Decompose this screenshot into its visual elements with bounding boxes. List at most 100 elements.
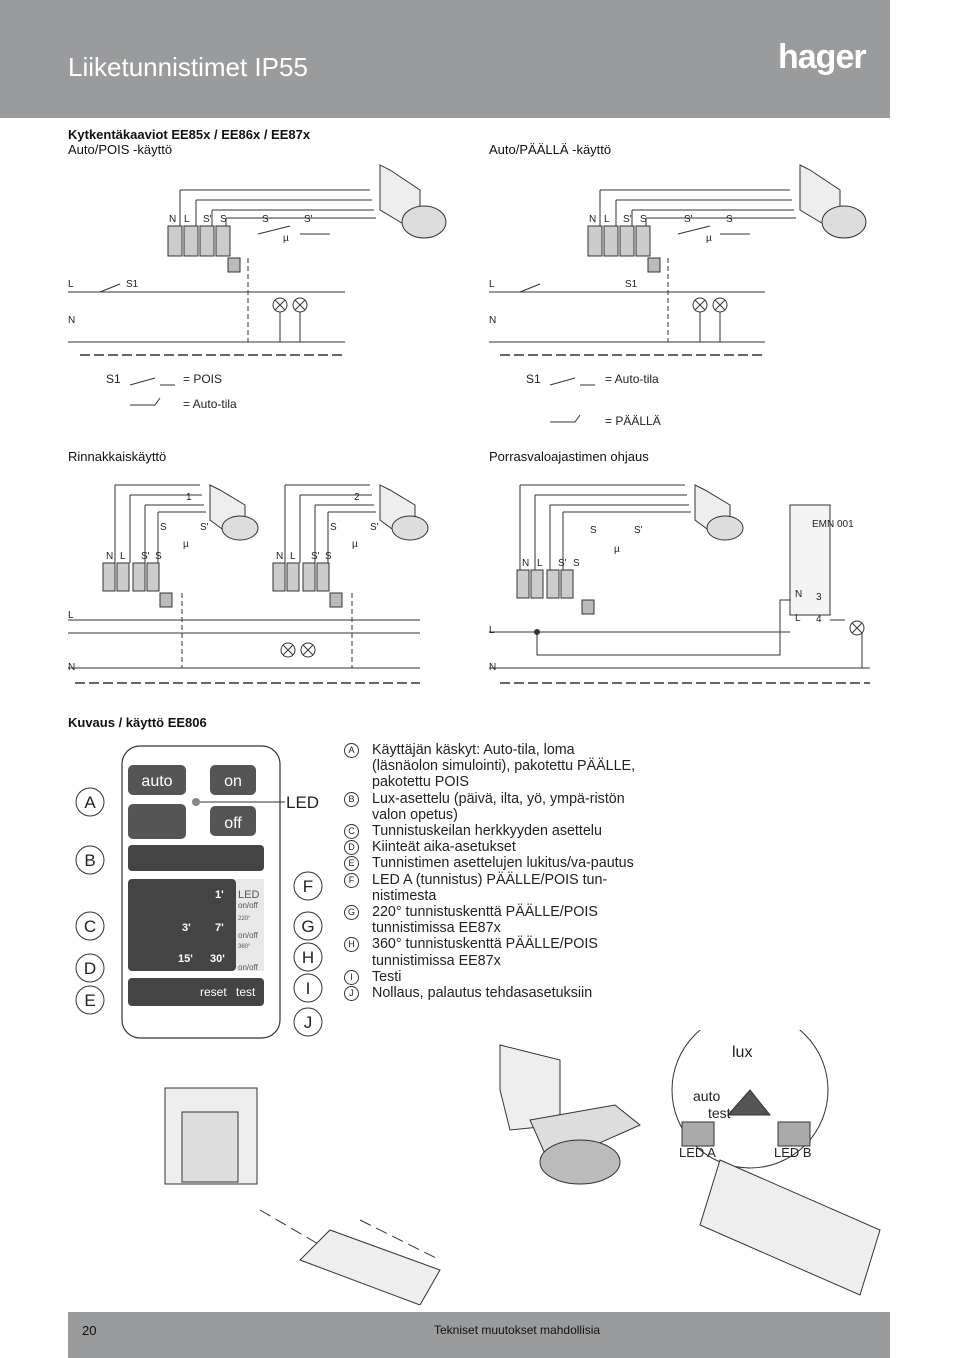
- letter-b: B: [84, 851, 95, 870]
- description-title: Kuvaus / käyttö EE806: [68, 715, 207, 730]
- sensor-2-label: 2: [354, 492, 360, 503]
- letter-g: G: [301, 917, 314, 936]
- term-n-1: N: [169, 214, 176, 225]
- term-l-5: L: [537, 558, 543, 569]
- page-number: 20: [82, 1323, 97, 1338]
- wiring-title: Kytkentäkaaviot EE85x / EE86x / EE87x: [68, 127, 311, 142]
- term-l-3: L: [120, 551, 126, 562]
- term-s2-4: S': [311, 551, 320, 562]
- parallel-title: Rinnakkaiskäyttö: [68, 449, 167, 464]
- term-s-5: S: [573, 558, 580, 569]
- legend-text: 360° tunnistuskenttä PÄÄLLE/POIS tunnist…: [372, 936, 598, 969]
- letter-f: F: [303, 877, 313, 896]
- holiday-button[interactable]: [128, 804, 186, 839]
- led-b-label: LED B: [774, 1145, 812, 1160]
- led-on-off: on/off: [238, 901, 259, 910]
- emn-3: 3: [816, 592, 822, 603]
- legend-text: Tunnistuskeilan herkkyyden asettelu: [372, 823, 602, 840]
- wiring-diagrams: N L S' S S S' µ L S1 N S1 = POIS = Auto-…: [68, 164, 870, 684]
- s1-2: S1: [625, 279, 638, 290]
- switch-s2-1: S': [304, 214, 313, 225]
- letter-i: I: [306, 979, 311, 998]
- switch-s2-2: S': [684, 214, 693, 225]
- legend-key: E: [344, 856, 359, 872]
- switch-s2-4: S': [370, 522, 379, 533]
- time-3: 3': [182, 922, 191, 934]
- emn-n: N: [795, 589, 802, 600]
- lux-label: lux: [732, 1044, 752, 1061]
- sensitivity-time-block[interactable]: [128, 879, 236, 971]
- on-button[interactable]: [210, 765, 256, 795]
- emn-l: L: [795, 613, 801, 624]
- auto-on-title: Auto/PÄÄLLÄ -käyttö: [489, 142, 612, 157]
- s1-legend-2: S1: [526, 372, 541, 386]
- page-title: Liiketunnistimet IP55: [68, 52, 308, 82]
- time-1: 1': [215, 889, 224, 901]
- legend-item: B Lux-asettelu (päivä, ilta, yö, ympä-ris…: [344, 791, 644, 823]
- legend-auto-1: = Auto-tila: [183, 397, 237, 411]
- legend-text: Testi: [372, 968, 402, 985]
- term-l-4: L: [290, 551, 296, 562]
- line-n-4: N: [489, 662, 496, 673]
- legend-pois: = POIS: [183, 372, 222, 386]
- hager-logo: hager: [778, 38, 867, 76]
- line-n-1: N: [68, 315, 75, 326]
- stair-title: Porrasvaloajastimen ohjaus: [489, 449, 649, 464]
- on-label: on: [224, 773, 242, 790]
- switch-s-4: S: [330, 522, 337, 533]
- legend-key: D: [344, 840, 359, 856]
- line-l-2: L: [489, 279, 495, 290]
- line-l-3: L: [68, 610, 74, 621]
- legend-item: J Nollaus, palautus tehdasasetuksiin: [344, 985, 644, 1002]
- legend-text: Kiinteät aika-asetukset: [372, 839, 516, 856]
- term-s2-1: S': [203, 214, 212, 225]
- term-n-4: N: [276, 551, 283, 562]
- legend-key: A: [344, 743, 359, 758]
- switch-s-5: S: [590, 525, 597, 536]
- lux-buttons-row[interactable]: [128, 845, 264, 871]
- legend-text: Lux-asettelu (päivä, ilta, yö, ympä-rist…: [372, 790, 625, 823]
- time-15: 15': [178, 953, 193, 965]
- legend-key: B: [344, 791, 359, 807]
- on-off-220: on/off: [238, 931, 259, 940]
- s1-legend-1: S1: [106, 372, 121, 386]
- page-header: Liiketunnistimet IP55 hager: [0, 0, 890, 118]
- off-button[interactable]: [210, 806, 256, 836]
- term-s2-5: S': [558, 558, 567, 569]
- legend-text: LED A (tunnistus) PÄÄLLE/POIS tun-nistim…: [372, 871, 608, 904]
- micro-5: µ: [614, 544, 620, 555]
- letter-h: H: [302, 948, 314, 967]
- legend-key: J: [344, 986, 359, 1002]
- sensor-auto-label: auto: [693, 1088, 720, 1104]
- term-s-1: S: [220, 214, 227, 225]
- legend-item: D Kiinteät aika-asetukset: [344, 839, 644, 856]
- letter-d: D: [84, 959, 96, 978]
- legend-key: I: [344, 969, 359, 985]
- switch-s2-3: S': [200, 522, 209, 533]
- led-button-label: LED: [238, 889, 259, 901]
- legend-paalla: = PÄÄLLÄ: [605, 414, 661, 428]
- term-s-2: S: [640, 214, 647, 225]
- time-7: 7': [215, 922, 224, 934]
- legend-text: Nollaus, palautus tehdasasetuksiin: [372, 985, 593, 1002]
- term-n-2: N: [589, 214, 596, 225]
- line-n-3: N: [68, 662, 75, 673]
- remote-control: auto on off 1' 3' 7' 15' 30' LED on/off …: [75, 745, 323, 1039]
- time-30: 30': [210, 953, 225, 965]
- auto-button[interactable]: [128, 765, 186, 795]
- legend-item: I Testi: [344, 969, 644, 985]
- term-n-3: N: [106, 551, 113, 562]
- sensor-1-label: 1: [186, 492, 192, 503]
- term-s2-3: S': [141, 551, 150, 562]
- lock-reset-row[interactable]: [128, 978, 264, 1006]
- micro-3: µ: [183, 539, 189, 550]
- switch-s2-5: S': [634, 525, 643, 536]
- legend-key: G: [344, 905, 359, 921]
- line-l-1: L: [68, 279, 74, 290]
- term-l-2: L: [604, 214, 610, 225]
- auto-label: auto: [141, 773, 172, 790]
- sensor-test-label: test: [708, 1105, 731, 1121]
